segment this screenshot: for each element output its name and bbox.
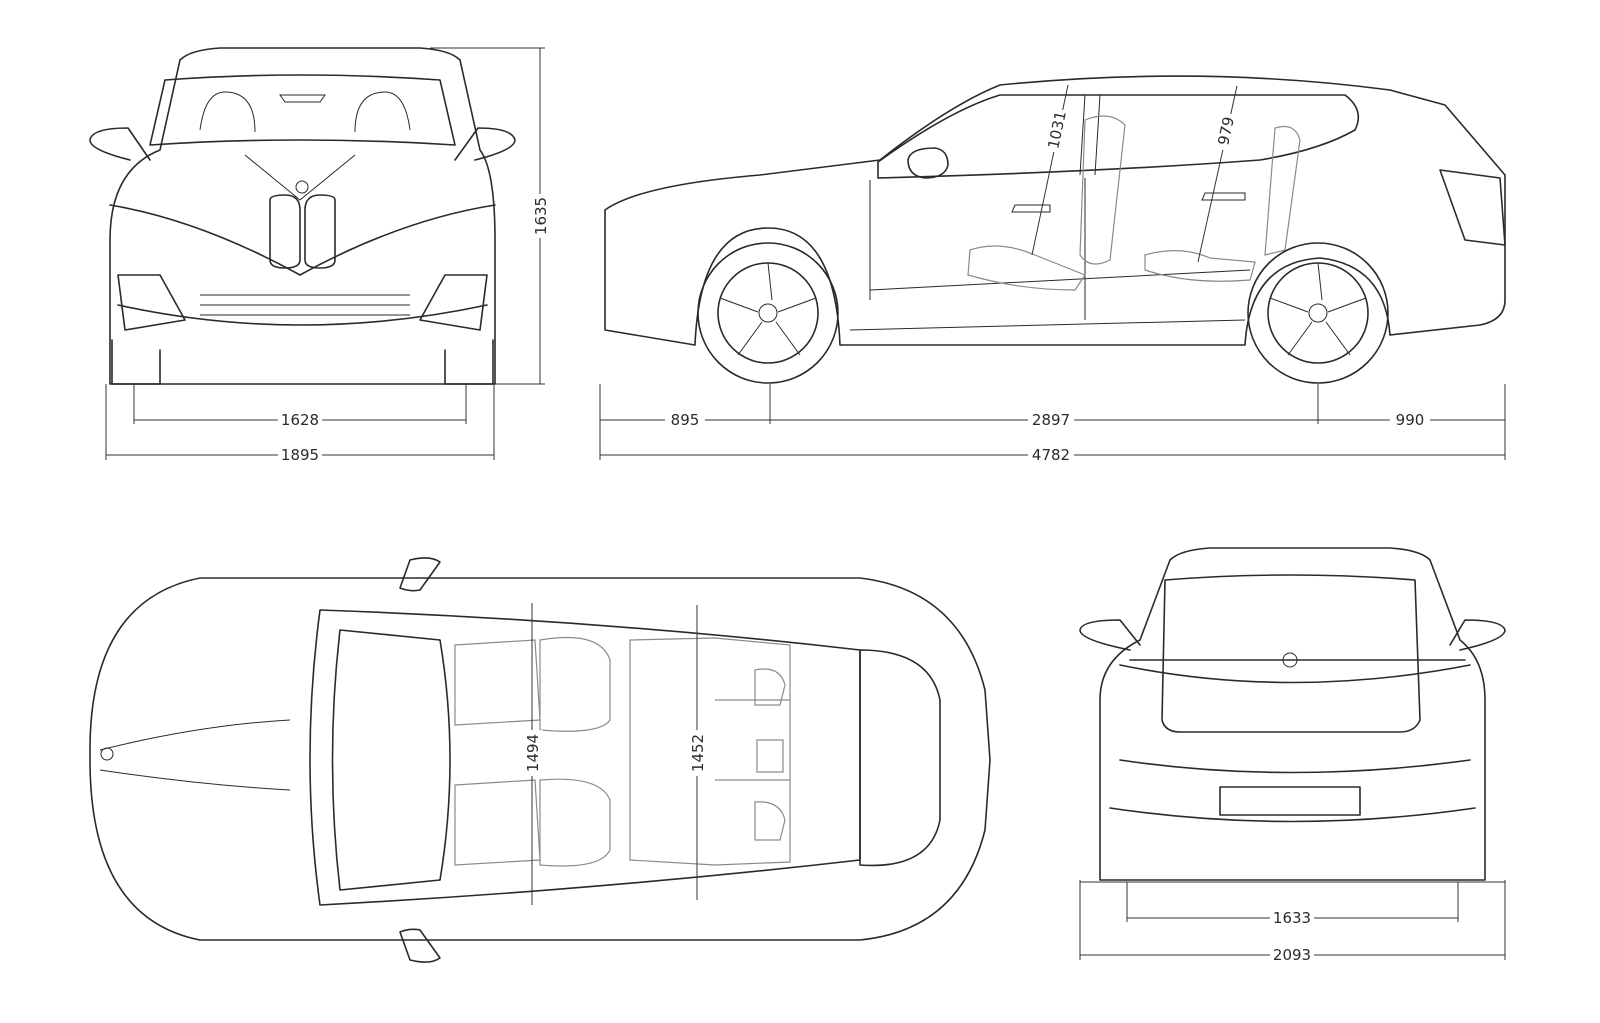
rear-track-label: 1633: [1273, 909, 1311, 927]
front-shoulder-width-label: 1494: [524, 734, 542, 772]
width-label: 1895: [281, 446, 319, 464]
front-view: [89, 47, 516, 385]
front-overhang-label: 895: [671, 411, 700, 429]
length-label: 4782: [1032, 446, 1070, 464]
width-with-mirrors-label: 2093: [1273, 946, 1311, 964]
rear-overhang-label: 990: [1396, 411, 1425, 429]
rear-view: [1079, 547, 1506, 881]
rear-shoulder-width-label: 1452: [689, 734, 707, 772]
top-view: [89, 557, 991, 963]
rear-wheel: [1247, 242, 1389, 384]
dimension-lines: [105, 47, 1506, 960]
side-view: [604, 75, 1506, 384]
bmw-roundel-icon: [295, 180, 309, 194]
rear-headroom-label: 979: [1214, 115, 1238, 147]
front-track-label: 1628: [281, 411, 319, 429]
front-wheel: [697, 242, 839, 384]
height-label: 1635: [532, 197, 550, 235]
bmw-roundel-icon: [100, 747, 114, 761]
bmw-roundel-icon: [1282, 652, 1298, 668]
dimension-labels: 1628 1895 1635 895 2897 990 4782 1031 97…: [278, 109, 1430, 965]
wheelbase-label: 2897: [1032, 411, 1070, 429]
